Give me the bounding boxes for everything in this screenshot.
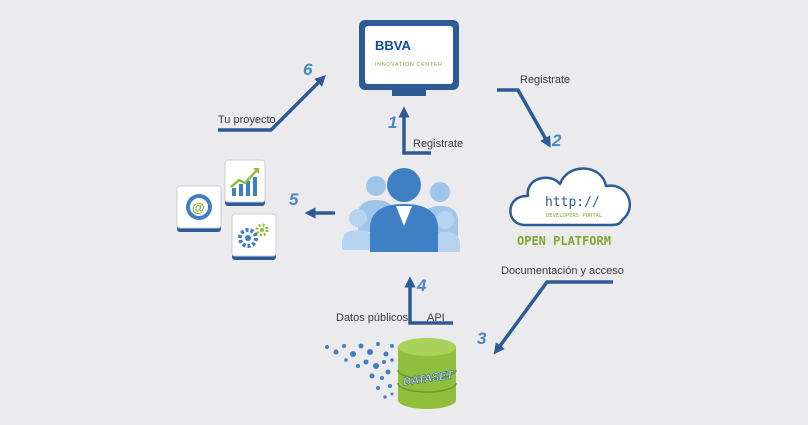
step-1: 1 xyxy=(388,113,397,132)
bbva-logo: BBVA xyxy=(375,38,411,53)
people-icon xyxy=(342,168,460,252)
arrow-4 xyxy=(404,276,453,325)
arrow-1 xyxy=(398,106,431,155)
step-6: 6 xyxy=(303,60,313,79)
api-label: API xyxy=(427,312,445,324)
flow-arrows xyxy=(218,75,613,355)
datos-publicos-label: Datos públicos xyxy=(336,312,409,324)
tu-proyecto-label: Tu proyecto xyxy=(218,114,276,126)
documentacion-label: Documentación y acceso xyxy=(501,265,624,277)
innovation-center-label: INNOVATION CENTER xyxy=(375,62,443,68)
step-4: 4 xyxy=(416,276,427,295)
step-5: 5 xyxy=(289,190,299,209)
data-sources-icon xyxy=(325,342,394,399)
registrate-center-label: Registrate xyxy=(413,138,464,150)
portal-url: http:// xyxy=(545,195,600,210)
arrow-3 xyxy=(493,280,613,355)
monitor-icon: BBVA INNOVATION CENTER xyxy=(359,20,459,96)
step-2: 2 xyxy=(551,131,562,150)
dataset-cylinder-icon: DATASET xyxy=(397,338,457,409)
registrate-top-label: Registrate xyxy=(520,74,571,86)
arrow-2 xyxy=(497,88,551,148)
step-3: 3 xyxy=(477,329,487,348)
arrow-6 xyxy=(218,75,326,132)
gears-icon xyxy=(231,213,277,260)
growth-chart-icon xyxy=(224,159,266,206)
at-icon: @ xyxy=(176,185,222,232)
open-platform-title: OPEN PLATFORM xyxy=(517,234,611,248)
cloud-icon: http:// DEVELOPERS PORTAL xyxy=(509,167,632,227)
developers-portal-label: DEVELOPERS PORTAL xyxy=(546,213,603,219)
svg-text:@: @ xyxy=(192,200,205,215)
